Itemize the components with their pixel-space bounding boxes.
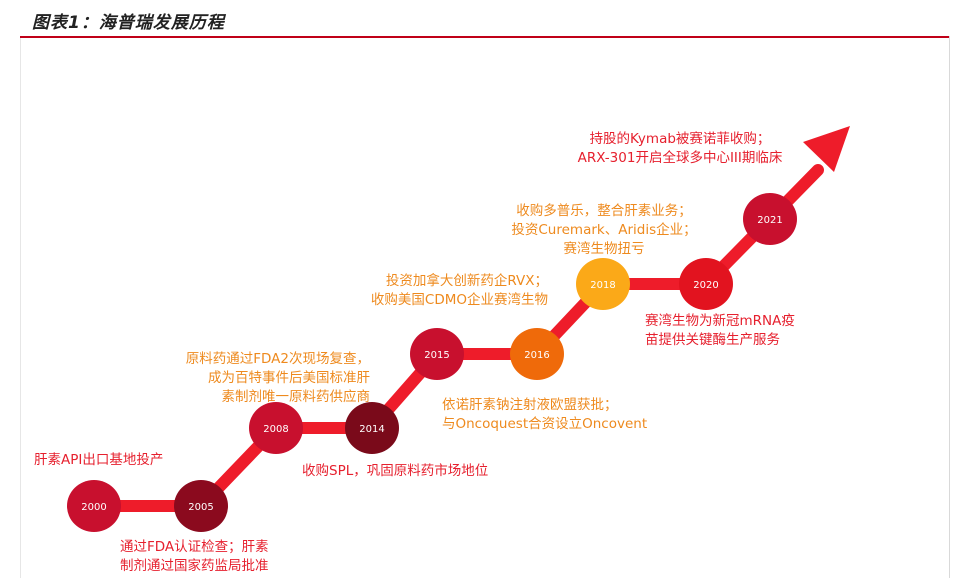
annotation-line: ARX-301开启全球多中心III期临床 <box>577 150 783 166</box>
milestone-year: 2016 <box>524 350 549 361</box>
annotation-2016: 依诺肝素钠注射液欧盟获批； 与Oncoquest合资设立Oncovent <box>442 396 647 434</box>
milestone-nodes: 2000 2005 2008 2014 2015 2016 <box>67 193 797 532</box>
annotation-2008: 原料药通过FDA2次现场复查， 成为百特事件后美国标准肝 素制剂唯一原料药供应商 <box>140 350 370 407</box>
milestone-circle <box>510 328 564 380</box>
milestone-node: 2005 <box>174 480 228 532</box>
annotation-line: 收购SPL，巩固原料药市场地位 <box>302 463 489 479</box>
frame-border-right <box>949 36 950 578</box>
annotation-line: 与Oncoquest合资设立Oncovent <box>442 416 648 432</box>
annotation-2020: 赛湾生物为新冠mRNA疫 苗提供关键酶生产服务 <box>645 312 795 350</box>
milestone-year: 2014 <box>359 424 384 435</box>
annotation-line: 通过FDA认证检查；肝素 <box>120 539 269 555</box>
annotation-line: 原料药通过FDA2次现场复查， <box>185 351 370 367</box>
annotation-line: 肝素API出口基地投产 <box>34 452 164 468</box>
milestone-node: 2014 <box>345 402 399 454</box>
milestone-circle <box>743 193 797 245</box>
milestone-circle <box>410 328 464 380</box>
title-rule <box>20 36 950 38</box>
milestone-year: 2018 <box>590 280 615 291</box>
milestone-year: 2000 <box>81 502 106 513</box>
annotation-2015: 投资加拿大创新药企RVX； 收购美国CDMO企业赛湾生物 <box>310 272 548 310</box>
annotation-2000: 肝素API出口基地投产 <box>34 451 163 470</box>
milestone-circle <box>345 402 399 454</box>
annotation-line: 投资加拿大创新药企RVX； <box>385 273 548 289</box>
annotation-line: 依诺肝素钠注射液欧盟获批； <box>442 397 618 413</box>
annotation-line: 收购美国CDMO企业赛湾生物 <box>370 292 548 308</box>
milestone-node: 2018 <box>576 258 630 310</box>
annotation-2021: 持股的Kymab被赛诺菲收购； ARX-301开启全球多中心III期临床 <box>535 130 825 168</box>
milestone-node: 2015 <box>410 328 464 380</box>
annotation-line: 制剂通过国家药监局批准 <box>120 558 269 574</box>
annotation-line: 投资Curemark、Aridis企业； <box>511 222 697 238</box>
milestone-circle <box>679 258 733 310</box>
annotation-2014: 收购SPL，巩固原料药市场地位 <box>302 462 488 481</box>
milestone-circle <box>576 258 630 310</box>
annotation-line: 素制剂唯一原料药供应商 <box>221 389 371 405</box>
milestone-year: 2005 <box>188 502 213 513</box>
milestone-circle <box>67 480 121 532</box>
milestone-circle <box>249 402 303 454</box>
annotation-line: 苗提供关键酶生产服务 <box>645 332 780 348</box>
milestone-node: 2008 <box>249 402 303 454</box>
arrow-head-icon <box>803 126 850 172</box>
milestone-node: 2000 <box>67 480 121 532</box>
annotation-2005: 通过FDA认证检查；肝素 制剂通过国家药监局批准 <box>120 538 269 576</box>
annotation-line: 赛湾生物为新冠mRNA疫 <box>645 313 795 329</box>
milestone-node: 2020 <box>679 258 733 310</box>
milestone-circle <box>174 480 228 532</box>
annotation-line: 成为百特事件后美国标准肝 <box>208 370 370 386</box>
milestone-year: 2021 <box>757 215 782 226</box>
timeline-path <box>88 164 824 512</box>
milestone-year: 2020 <box>693 280 718 291</box>
annotation-2018: 收购多普乐，整合肝素业务； 投资Curemark、Aridis企业； 赛湾生物扭… <box>480 202 728 259</box>
annotation-line: 收购多普乐，整合肝素业务； <box>516 203 692 219</box>
figure-title: 图表1：海普瑞发展历程 <box>32 13 225 33</box>
milestone-year: 2015 <box>424 350 449 361</box>
annotation-line: 赛湾生物扭亏 <box>563 241 645 257</box>
milestone-node: 2021 <box>743 193 797 245</box>
frame-border-left <box>20 38 21 578</box>
annotation-line: 持股的Kymab被赛诺菲收购； <box>589 131 771 147</box>
milestone-year: 2008 <box>263 424 288 435</box>
milestone-node: 2016 <box>510 328 564 380</box>
